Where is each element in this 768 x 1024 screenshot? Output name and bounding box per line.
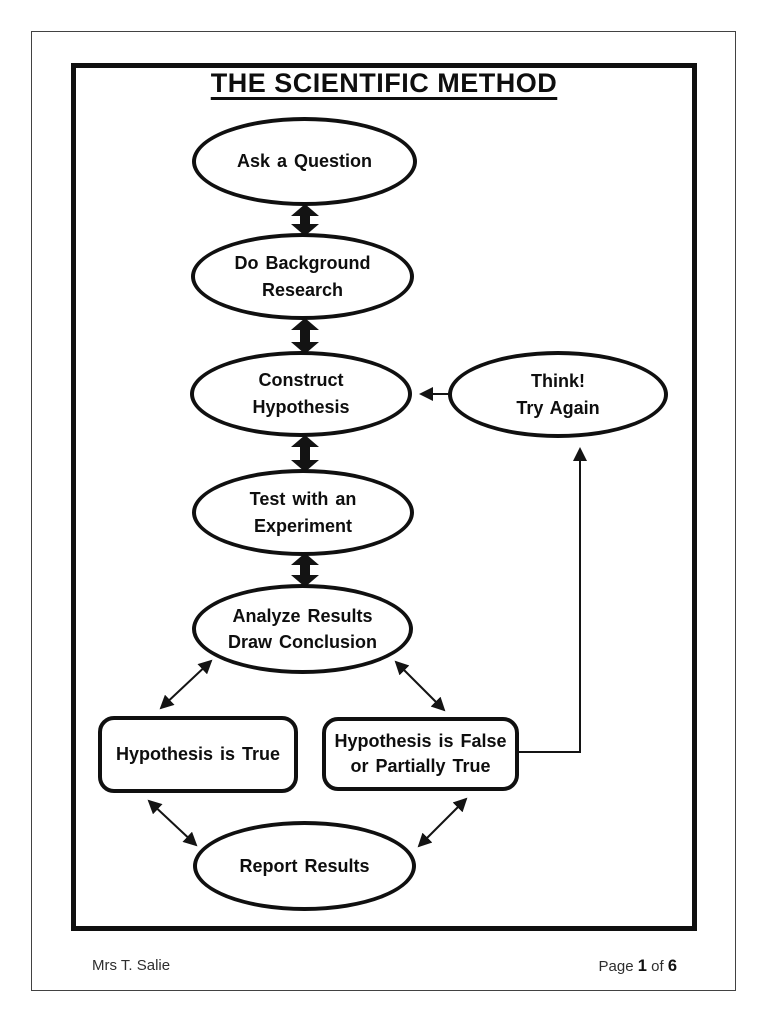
footer-total-pages: 6	[667, 957, 677, 975]
arrow-true-to-report	[147, 799, 198, 847]
node-label-line: Analyze Results	[232, 605, 373, 626]
node-label-line: Test with an	[249, 488, 357, 509]
arrow-false-to-think	[519, 447, 587, 753]
node-hypothesis-is-false: Hypothesis is False or Partially True	[322, 717, 519, 791]
arrow-hypothesis-to-test	[291, 435, 319, 472]
arrow-research-to-hypothesis	[291, 318, 319, 354]
node-think-try-again: Think! Try Again	[448, 351, 668, 438]
footer-page-indicator: Page 1 of 6	[599, 957, 677, 976]
node-label-line: Think!	[531, 370, 585, 391]
node-label-line: Construct	[258, 370, 344, 390]
node-construct-hypothesis: Construct Hypothesis	[190, 351, 412, 437]
node-test-with-experiment: Test with an Experiment	[192, 469, 414, 556]
node-label-line: Draw Conclusion	[227, 632, 377, 652]
node-analyze-results: Analyze Results Draw Conclusion	[192, 584, 413, 674]
node-label: Report Results	[239, 855, 370, 876]
node-label-line: Hypothesis is False	[334, 730, 507, 751]
node-label-line: Experiment	[253, 515, 353, 536]
footer-page-word: Page	[598, 958, 634, 975]
arrow-false-to-report	[417, 797, 468, 848]
arrow-analyze-to-true	[159, 659, 213, 710]
diagram-border	[71, 63, 697, 931]
footer-of-word: of	[651, 958, 664, 975]
node-hypothesis-is-true: Hypothesis is True	[98, 716, 298, 793]
node-label-line: or Partially True	[350, 756, 491, 776]
node-report-results: Report Results	[193, 821, 416, 911]
node-label-line: Hypothesis	[252, 397, 350, 417]
node-label: Ask a Question	[236, 151, 373, 171]
node-label-line: Try Again	[516, 397, 600, 418]
footer-page-number: 1	[637, 957, 647, 975]
node-ask-a-question: Ask a Question	[192, 117, 417, 206]
arrow-analyze-to-false	[394, 660, 446, 712]
node-label-line: Research	[261, 279, 344, 300]
node-label: Hypothesis is True	[115, 744, 281, 764]
page-title: THE SCIENTIFIC METHOD	[210, 68, 558, 98]
arrow-test-to-analyze	[291, 553, 319, 587]
arrow-ask-to-research	[291, 204, 319, 236]
node-do-background-research: Do Background Research	[191, 233, 414, 320]
node-label-line: Do Background	[234, 252, 371, 273]
footer-author: Mrs T. Salie	[92, 957, 171, 974]
